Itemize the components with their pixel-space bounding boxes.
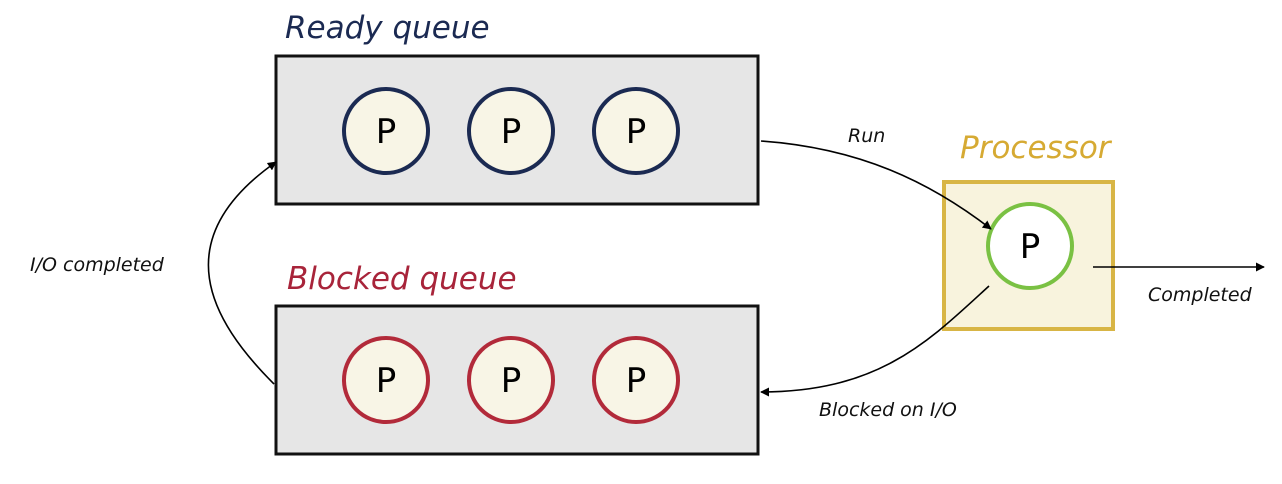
processor-process-label: P [1020, 227, 1041, 267]
processor-process-circle [986, 202, 1074, 290]
blocked-queue-process: P [342, 336, 430, 424]
blocked-queue-process-label: P [376, 361, 397, 401]
ready-queue-process-label: P [501, 112, 522, 152]
blocked-queue-process-circle [592, 336, 680, 424]
ready-queue-process: P [592, 87, 680, 175]
ready-queue-process-circle [592, 87, 680, 175]
ready-queue-process-circle [342, 87, 430, 175]
processor-process: P [986, 202, 1074, 290]
blocked-queue-process: P [467, 336, 555, 424]
blocked-queue-process-circle [342, 336, 430, 424]
ready-queue-process-circle [467, 87, 555, 175]
processor-title: Processor [960, 130, 1113, 166]
blocked-queue-process-label: P [501, 361, 522, 401]
io-completed-arrow [207, 161, 277, 385]
blocked-on-io-label: Blocked on I/O [819, 399, 957, 421]
run-arrow [760, 140, 992, 230]
ready-queue-title: Ready queue [285, 10, 490, 46]
ready-queue-process: P [467, 87, 555, 175]
blocked-queue-process-circle [467, 336, 555, 424]
ready-queue-process-label: P [376, 112, 397, 152]
blocked-queue-title: Blocked queue [287, 261, 517, 297]
blocked-queue-process-label: P [626, 361, 647, 401]
ready-queue-process-label: P [626, 112, 647, 152]
run-label: Run [848, 125, 885, 147]
io-completed-label: I/O completed [30, 254, 165, 276]
ready-queue-process: P [342, 87, 430, 175]
completed-label: Completed [1148, 284, 1253, 306]
blocked-on-io-arrow [760, 285, 990, 397]
blocked-queue-process: P [592, 336, 680, 424]
